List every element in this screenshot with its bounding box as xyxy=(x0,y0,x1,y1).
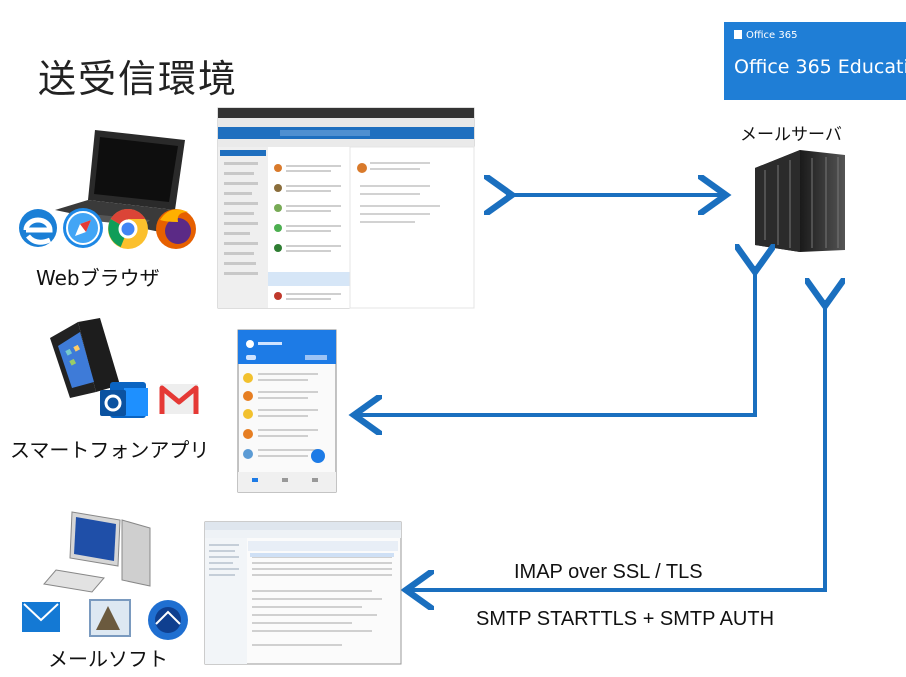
firefox-icon xyxy=(156,209,196,249)
thunderbird-icon xyxy=(148,600,188,640)
mac-mail-icon xyxy=(89,599,131,637)
office-logo-text: Office 365 Education xyxy=(734,56,906,78)
edge-icon xyxy=(19,209,57,247)
web-browser-label: Webブラウザ xyxy=(36,266,160,290)
desktop-pc-icon xyxy=(43,511,151,593)
windows-mail-icon xyxy=(22,602,60,632)
mail-software-screenshot xyxy=(204,521,402,665)
safari-icon xyxy=(63,208,103,248)
gmail-icon xyxy=(159,384,199,414)
smartphone-app-label: スマートフォンアプリ xyxy=(10,438,210,462)
iphone-icon xyxy=(50,318,120,398)
smtp-protocol-label: SMTP STARTTLS + SMTP AUTH xyxy=(476,608,775,630)
outlook-icon xyxy=(100,382,148,418)
office365-logo: Office 365 Office 365 Education xyxy=(724,22,906,100)
mailsoft-arrow xyxy=(410,302,825,590)
imap-protocol-label: IMAP over SSL / TLS xyxy=(514,561,703,583)
mail-software-label: メールソフト xyxy=(48,647,168,671)
webmail-screenshot xyxy=(217,107,475,309)
mail-server-label: メールサーバ xyxy=(740,125,842,145)
smartphone-screenshot xyxy=(237,329,337,493)
page-title: 送受信環境 xyxy=(38,57,239,101)
chrome-icon xyxy=(108,209,148,249)
office-logo-small: Office 365 xyxy=(734,30,797,41)
server-rack-icon xyxy=(755,150,845,252)
